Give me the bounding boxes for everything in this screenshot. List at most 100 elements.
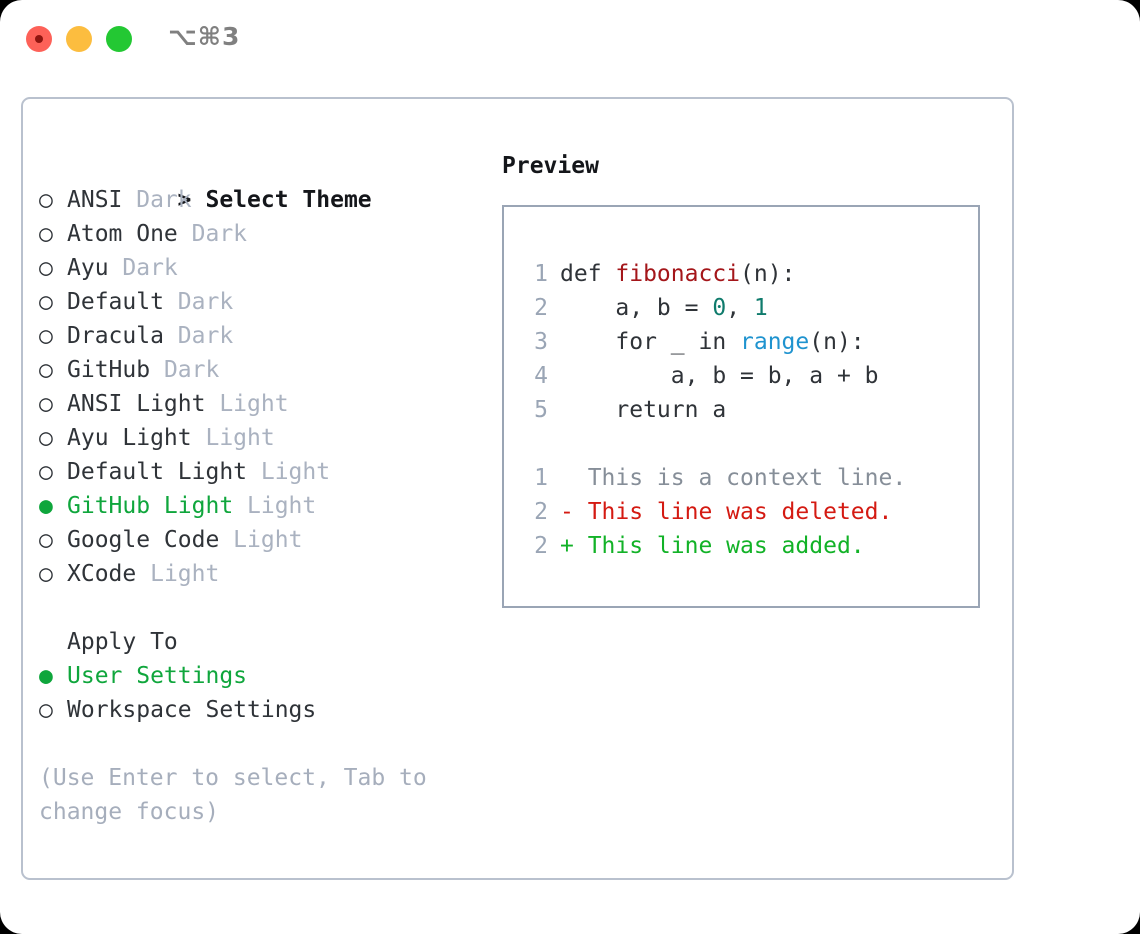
line-number: 2 [534, 533, 548, 559]
theme-option-label: Ayu Light [67, 425, 192, 451]
code-token: fibonacci [615, 261, 741, 287]
theme-option-ansi-light[interactable]: ○ANSI Light Light [39, 387, 479, 421]
theme-option-label: Dracula [67, 323, 164, 349]
diff-line-text: This is a context line. [560, 465, 907, 491]
code-token: range [740, 329, 810, 355]
line-number: 2 [534, 499, 548, 525]
code-line: 5 return a [522, 393, 978, 427]
radio-unselected-icon: ○ [39, 425, 53, 451]
theme-option-dracula[interactable]: ○ Dracula Dark [39, 319, 479, 353]
theme-variant-badge: Dark [108, 255, 178, 281]
radio-unselected-icon: ○ [39, 459, 53, 485]
theme-option-github-light[interactable]: ●GitHub Light Light [39, 489, 479, 523]
theme-option-ayu-light[interactable]: ○ Ayu Light Light [39, 421, 479, 455]
diff-line-text: + This line was added. [560, 533, 865, 559]
code-token: (n): [809, 329, 865, 355]
line-number: 4 [534, 363, 548, 389]
code-diff-spacer [522, 427, 978, 461]
radio-unselected-icon: ○ [39, 187, 53, 213]
main-panel: > Select Theme ○ ANSI Dark ○ Atom One Dark ○ A… [21, 97, 1014, 880]
code-token: 0 [712, 295, 727, 321]
keyboard-shortcut-label: ⌥⌘3 [168, 22, 241, 51]
code-token: (n): [740, 261, 796, 287]
radio-unselected-icon: ○ [39, 221, 53, 247]
theme-option-google-code[interactable]: ○Google Code Light [39, 523, 479, 557]
theme-option-github[interactable]: ○ GitHub Dark [39, 353, 479, 387]
theme-picker-column: > Select Theme ○ ANSI Dark ○ Atom One Dark ○ A… [39, 149, 479, 829]
preview-title: Preview [502, 153, 599, 179]
theme-option-label: ANSI [67, 187, 123, 213]
apply-to-option-label: Workspace Settings [67, 697, 317, 723]
theme-option-default-light[interactable]: ○ Default Light Light [39, 455, 479, 489]
keyboard-hint-text: (Use Enter to select, Tab to change focu… [39, 765, 427, 825]
line-number: 5 [534, 397, 548, 423]
theme-variant-badge: Light [191, 425, 275, 451]
theme-option-ansi[interactable]: ○ ANSI Dark [39, 183, 479, 217]
traffic-lights [26, 26, 132, 52]
apply-to-option-label: User Settings [67, 663, 248, 689]
code-line: 1 def fibonacci(n): [522, 257, 978, 291]
theme-option-label: Ayu [67, 255, 109, 281]
radio-unselected-icon: ○ [39, 255, 53, 281]
theme-variant-badge: Dark [122, 187, 192, 213]
diff-line-text: - This line was deleted. [560, 499, 893, 525]
theme-option-label: XCode [67, 561, 137, 587]
code-token: def [560, 261, 616, 287]
theme-variant-badge: Dark [150, 357, 220, 383]
title-bar: ⌥⌘3 [0, 0, 1140, 76]
theme-option-label: ANSI Light [67, 391, 206, 417]
radio-unselected-icon: ○ [39, 527, 53, 553]
theme-variant-badge: Light [233, 493, 317, 519]
radio-unselected-icon: ○ [39, 561, 53, 587]
code-token: , [726, 295, 754, 321]
theme-variant-badge: Light [247, 459, 331, 485]
theme-picker-heading: > Select Theme [39, 149, 479, 213]
radio-unselected-icon: ○ [39, 357, 53, 383]
theme-option-label: Default [67, 289, 164, 315]
radio-selected-icon: ● [39, 663, 53, 689]
theme-option-label: GitHub [67, 357, 151, 383]
close-button[interactable] [26, 26, 52, 52]
section-spacer [39, 591, 479, 625]
diff-line-context: 1 This is a context line. [522, 461, 978, 495]
apply-to-option-workspace-settings[interactable]: ○ Workspace Settings [39, 693, 479, 727]
theme-variant-badge: Dark [163, 289, 234, 315]
line-number: 1 [534, 261, 548, 287]
radio-unselected-icon: ○ [39, 323, 53, 349]
prompt-caret-icon: > [177, 187, 192, 213]
code-token: 1 [753, 295, 768, 321]
code-line: 4 a, b = b, a + b [522, 359, 978, 393]
theme-list: ○ ANSI Dark ○ Atom One Dark ○ Ayu Dark ○ Defaul… [39, 183, 479, 591]
code-token: a, b = b, a + b [560, 363, 879, 389]
theme-variant-badge: Dark [163, 323, 234, 349]
code-token: for _ in [560, 329, 741, 355]
maximize-button[interactable] [106, 26, 132, 52]
code-token: return a [560, 397, 727, 423]
theme-variant-badge: Light [136, 561, 220, 587]
theme-option-label: Atom One [67, 221, 178, 247]
code-line: 2 a, b = 0, 1 [522, 291, 978, 325]
line-number: 3 [534, 329, 548, 355]
theme-option-ayu[interactable]: ○ Ayu Dark [39, 251, 479, 285]
theme-option-label: Default Light [67, 459, 248, 485]
radio-unselected-icon: ○ [39, 697, 53, 723]
apply-to-option-user-settings[interactable]: ● User Settings [39, 659, 479, 693]
theme-variant-badge: Dark [177, 221, 248, 247]
apply-to-list: ● User Settings ○ Workspace Settings [39, 659, 479, 727]
theme-option-default[interactable]: ○ Default Dark [39, 285, 479, 319]
theme-option-label: Google Code [67, 527, 220, 553]
minimize-button[interactable] [66, 26, 92, 52]
theme-option-atom-one[interactable]: ○ Atom One Dark [39, 217, 479, 251]
radio-unselected-icon: ○ [39, 289, 53, 315]
theme-option-xcode[interactable]: ○ XCode Light [39, 557, 479, 591]
theme-option-label: GitHub Light [67, 493, 234, 519]
line-number: 2 [534, 295, 548, 321]
code-line: 3 for _ in range(n): [522, 325, 978, 359]
apply-to-heading: Apply To [67, 629, 178, 655]
page-title: Select Theme [205, 187, 372, 213]
line-number: 1 [534, 465, 548, 491]
radio-unselected-icon: ○ [39, 391, 53, 417]
